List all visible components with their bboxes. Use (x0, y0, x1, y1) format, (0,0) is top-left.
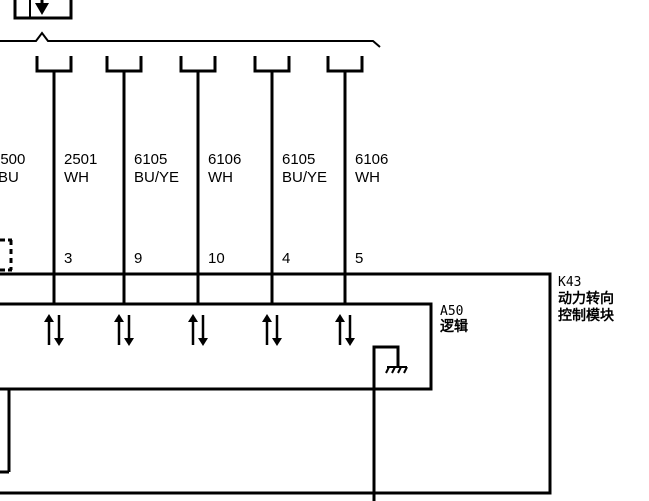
harness-bracket (0, 31, 381, 48)
wire-color-2: BU/YE (134, 169, 179, 186)
wire-color-0: BU (0, 169, 19, 186)
pin-number-3: 10 (208, 250, 225, 267)
wire-color-5: WH (355, 169, 380, 186)
bidirectional-arrows (44, 314, 355, 346)
wire-lines (52, 71, 347, 304)
k43-module-name-line2: 控制模块 (558, 307, 615, 324)
connector-sockets (35, 56, 364, 73)
k43-module-box (0, 272, 552, 495)
a50-submodule-id: A50 (440, 304, 463, 319)
down-arrow-connector-icon (13, 0, 73, 20)
wire-circuit-2: 6105 (134, 151, 167, 168)
pin-number-5: 5 (355, 250, 363, 267)
bidirectional-arrow-icon (114, 314, 134, 346)
k43-module-name-line1: 动力转向 (558, 290, 614, 307)
bidirectional-arrow-icon (262, 314, 282, 346)
pin-number-1: 3 (64, 250, 72, 267)
wire-circuit-5: 6106 (355, 151, 388, 168)
wire-circuit-0: 2500 (0, 151, 25, 168)
wire-color-4: BU/YE (282, 169, 327, 186)
wire-circuit-labels: 2500 2501 6105 6106 6105 6106 (0, 151, 388, 168)
k43-module-id: K43 (558, 275, 581, 290)
bidirectional-arrow-icon (44, 314, 64, 346)
ground-icon (372, 345, 408, 501)
wire-color-labels: BU WH BU/YE WH BU/YE WH (0, 169, 380, 186)
a50-submodule-name: 逻辑 (440, 318, 468, 335)
partial-connector-dashed (0, 238, 13, 272)
pin-number-2: 9 (134, 250, 142, 267)
wire-circuit-3: 6106 (208, 151, 241, 168)
wire-color-3: WH (208, 169, 233, 186)
wire-color-1: WH (64, 169, 89, 186)
wire-circuit-4: 6105 (282, 151, 315, 168)
bidirectional-arrow-icon (188, 314, 208, 346)
pin-number-4: 4 (282, 250, 290, 267)
wire-circuit-1: 2501 (64, 151, 97, 168)
bidirectional-arrow-icon (335, 314, 355, 346)
pin-number-labels: 3 9 10 4 5 (64, 250, 363, 267)
a50-logic-box (0, 302, 433, 391)
